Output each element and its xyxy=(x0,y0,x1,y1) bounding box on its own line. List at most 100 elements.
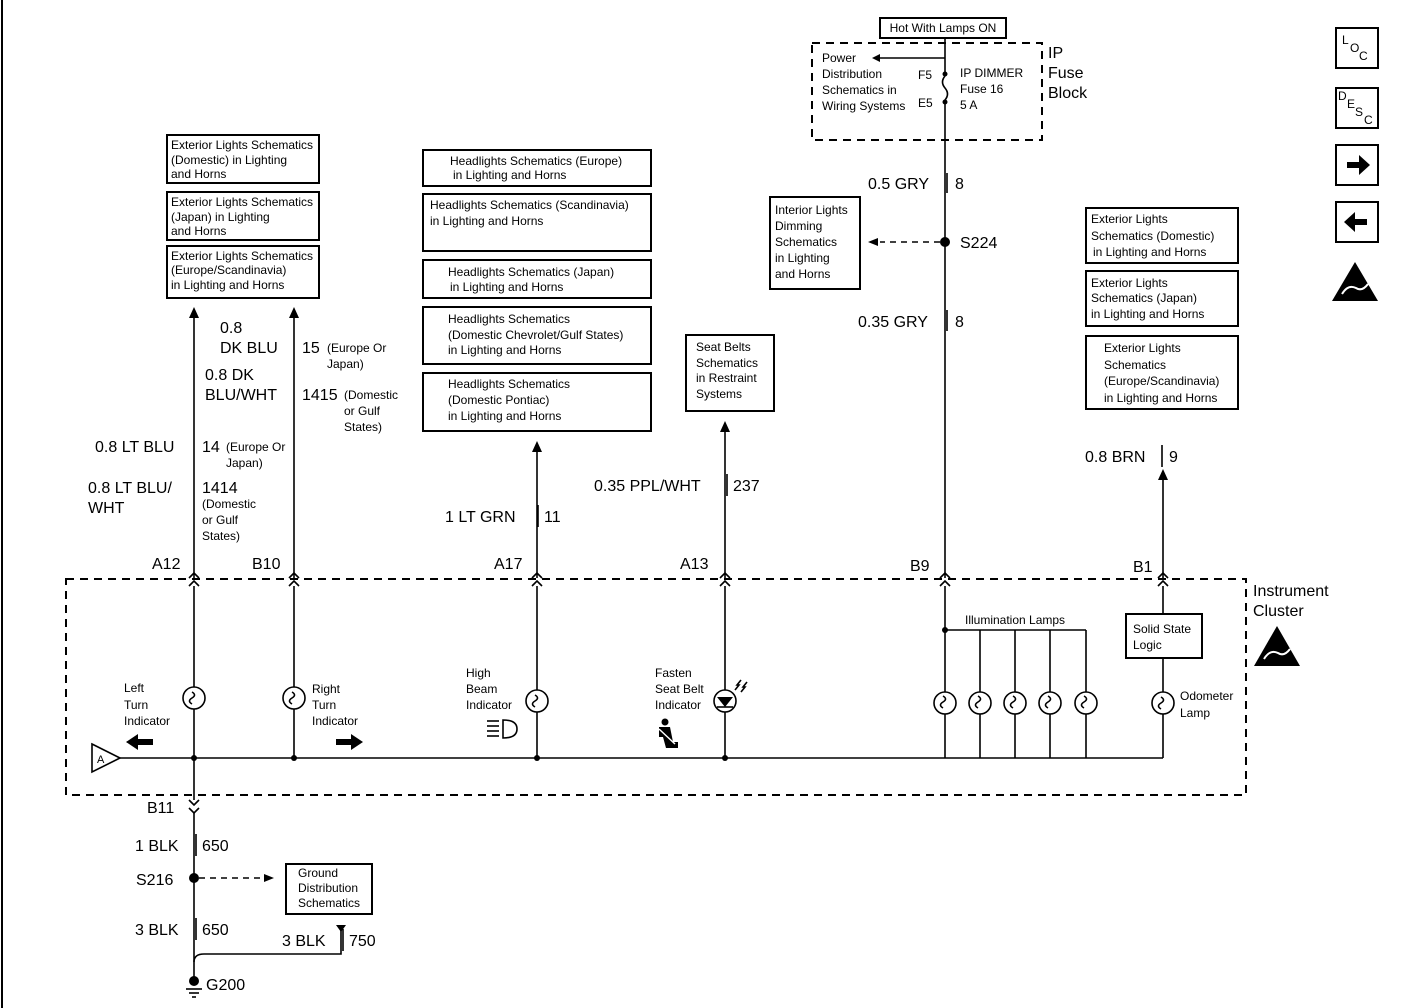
desc-button[interactable]: D E S C xyxy=(1335,87,1379,129)
svg-text:Fasten: Fasten xyxy=(655,666,692,680)
dkblu2-note-b: or Gulf xyxy=(344,404,381,418)
brn-gauge: 0.8 BRN xyxy=(1085,449,1145,466)
left-ref-europe[interactable]: Exterior Lights Schematics (Europe/Scand… xyxy=(166,245,320,299)
seat-belt-led xyxy=(713,679,748,713)
left-turn-label: Left Turn Indicator xyxy=(124,681,170,728)
svg-text:Odometer: Odometer xyxy=(1180,689,1233,703)
pplwht-gauge: 0.35 PPL/WHT xyxy=(594,478,701,495)
seatbelt-ref-box[interactable]: Seat Belts Schematics in Restraint Syste… xyxy=(685,334,775,412)
right-turn-bulb xyxy=(282,686,306,710)
loc-button[interactable]: L O C xyxy=(1335,27,1379,69)
next-page-button[interactable] xyxy=(1335,144,1379,186)
svg-text:Indicator: Indicator xyxy=(655,698,701,712)
ip-dimmer-fuse-label: IP DIMMER Fuse 16 5 A xyxy=(960,66,1023,112)
prev-page-button[interactable] xyxy=(1335,201,1379,243)
svg-text:Headlights Schematics (Scandin: Headlights Schematics (Scandinavia) xyxy=(430,198,629,212)
instrument-cluster-outline xyxy=(65,578,1247,796)
svg-text:Logic: Logic xyxy=(1133,638,1162,652)
left-ref-japan[interactable]: Exterior Lights Schematics (Japan) in Li… xyxy=(166,191,320,241)
dkblu1-note-a: (Europe Or xyxy=(327,341,386,355)
headlight-ref-europe[interactable]: Headlights Schematics (Europe) in Lighti… xyxy=(422,149,652,187)
headlight-ref-chevrolet[interactable]: Headlights Schematics (Domestic Chevrole… xyxy=(422,306,652,365)
svg-text:C: C xyxy=(1359,49,1368,63)
high-beam-label: High Beam Indicator xyxy=(466,666,512,712)
svg-text:(Europe/Scandinavia): (Europe/Scandinavia) xyxy=(171,263,286,277)
ltgrn-circuit: 11 xyxy=(544,509,561,526)
right-ref-japan[interactable]: Exterior Lights Schematics (Japan) in Li… xyxy=(1085,270,1239,327)
svg-text:O: O xyxy=(1350,41,1359,55)
svg-text:Instrument: Instrument xyxy=(1253,583,1329,600)
svg-text:in Lighting and Horns: in Lighting and Horns xyxy=(448,343,561,357)
ltblu2-gauge-b: WHT xyxy=(88,500,125,517)
svg-text:Exterior Lights Schematics: Exterior Lights Schematics xyxy=(171,249,313,263)
svg-text:L: L xyxy=(1342,33,1349,47)
esd-warning-icon xyxy=(1332,262,1378,301)
svg-text:in Lighting and Horns: in Lighting and Horns xyxy=(450,280,563,294)
connector-b10: B10 xyxy=(252,556,281,573)
svg-text:Illumination Lamps: Illumination Lamps xyxy=(965,613,1065,627)
ltgrn-gauge: 1 LT GRN xyxy=(445,509,516,526)
svg-text:Headlights Schematics: Headlights Schematics xyxy=(448,312,570,326)
svg-text:Distribution: Distribution xyxy=(298,881,358,895)
left-ref-domestic[interactable]: Exterior Lights Schematics (Domestic) in… xyxy=(166,134,320,184)
svg-text:Lamp: Lamp xyxy=(1180,706,1210,720)
connector-a17: A17 xyxy=(494,556,523,573)
svg-text:in Lighting and Horns: in Lighting and Horns xyxy=(1104,391,1217,405)
svg-text:and Horns: and Horns xyxy=(775,267,830,281)
svg-text:Exterior Lights: Exterior Lights xyxy=(1091,276,1168,290)
svg-text:Interior Lights: Interior Lights xyxy=(775,203,848,217)
svg-text:Seat Belts: Seat Belts xyxy=(696,340,751,354)
ground-distribution-ref[interactable]: Ground Distribution Schematics xyxy=(285,863,373,915)
left-turn-bulb xyxy=(182,686,206,710)
ltblu1-circuit: 14 xyxy=(202,439,220,456)
splice-s216-label: S216 xyxy=(136,872,173,889)
blk1-gauge: 1 BLK xyxy=(135,838,179,855)
dkblu1-note-b: Japan) xyxy=(327,357,364,371)
svg-text:(Europe/Scandinavia): (Europe/Scandinavia) xyxy=(1104,374,1219,388)
left-turn-arrow-icon xyxy=(126,734,153,750)
svg-text:Turn: Turn xyxy=(124,698,148,712)
offpage-ref-a: A xyxy=(91,742,122,774)
svg-text:Wiring Systems: Wiring Systems xyxy=(822,99,905,113)
svg-text:Distribution: Distribution xyxy=(822,67,882,81)
odometer-lamp-label: Odometer Lamp xyxy=(1180,689,1233,720)
blk2-circuit: 650 xyxy=(202,922,229,939)
headlight-ref-pontiac[interactable]: Headlights Schematics (Domestic Pontiac)… xyxy=(422,372,652,432)
fuse-block-outline xyxy=(811,42,1043,141)
seat-belt-icon xyxy=(658,718,678,748)
right-turn-label: Right Turn Indicator xyxy=(312,682,358,728)
svg-text:in Lighting and Horns: in Lighting and Horns xyxy=(448,409,561,423)
ground-g200-label: G200 xyxy=(206,977,245,994)
svg-text:Ground: Ground xyxy=(298,866,338,880)
brn-circuit: 9 xyxy=(1169,449,1178,466)
ltblu2-note-c: States) xyxy=(202,529,240,543)
svg-text:in Lighting: in Lighting xyxy=(775,251,830,265)
svg-text:Headlights Schematics: Headlights Schematics xyxy=(448,377,570,391)
right-ref-europe[interactable]: Exterior Lights Schematics (Europe/Scand… xyxy=(1085,335,1239,410)
illumination-lamps: Illumination Lamps xyxy=(933,613,1098,758)
interior-lights-ref-box[interactable]: Interior Lights Dimming Schematics in Li… xyxy=(769,196,861,290)
svg-text:Cluster: Cluster xyxy=(1253,603,1304,620)
connector-a12: A12 xyxy=(152,556,181,573)
svg-text:Systems: Systems xyxy=(696,387,742,401)
right-ref-domestic[interactable]: Exterior Lights Schematics (Domestic) in… xyxy=(1085,207,1239,264)
connector-b1: B1 xyxy=(1133,559,1153,576)
blk3-gauge: 3 BLK xyxy=(282,933,326,950)
headlight-ref-scandinavia[interactable]: Headlights Schematics (Scandinavia) in L… xyxy=(422,193,652,252)
svg-text:Power: Power xyxy=(822,51,856,65)
svg-text:Left: Left xyxy=(124,681,145,695)
svg-text:(Japan) in Lighting: (Japan) in Lighting xyxy=(171,210,270,224)
svg-text:in Lighting and Horns: in Lighting and Horns xyxy=(171,278,284,292)
connector-b11: B11 xyxy=(147,800,174,817)
gry-upper-circuit: 8 xyxy=(955,176,964,193)
svg-text:S: S xyxy=(1355,105,1363,119)
pplwht-circuit: 237 xyxy=(733,478,760,495)
svg-text:Beam: Beam xyxy=(466,682,497,696)
svg-text:Turn: Turn xyxy=(312,698,336,712)
blk1-circuit: 650 xyxy=(202,838,229,855)
headlight-ref-japan[interactable]: Headlights Schematics (Japan) in Lightin… xyxy=(422,259,652,299)
svg-text:Seat Belt: Seat Belt xyxy=(655,682,704,696)
connector-chevrons xyxy=(188,571,1169,815)
fuse-symbol xyxy=(941,75,949,101)
